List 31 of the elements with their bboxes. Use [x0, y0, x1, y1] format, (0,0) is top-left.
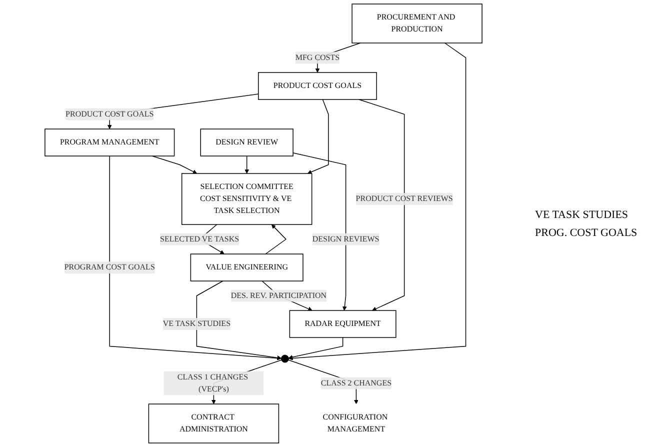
node-box: PROGRAM MANAGEMENT: [44, 128, 175, 156]
arrow: [288, 337, 344, 360]
node-box: VALUE ENGINEERING: [190, 254, 304, 282]
node-text: CONFIGURATION MANAGEMENT: [322, 413, 388, 434]
node-box: PRODUCT COST GOALS: [258, 72, 377, 100]
note-text: VE TASK STUDIES: [535, 208, 630, 220]
edge-label: PRODUCT COST REVIEWS: [356, 194, 453, 203]
node-box: PROCUREMENT AND PRODUCTION: [352, 4, 482, 44]
node-circle: [280, 354, 289, 363]
node-box: CONTRACT ADMINISTRATION: [148, 404, 280, 444]
arrow: [307, 99, 329, 174]
edge-label: SELECTED VE TASKS: [160, 234, 240, 244]
edge-label: VE TASK STUDIES: [162, 320, 231, 328]
arrow: [196, 280, 282, 360]
node-box: RADAR EQUIPMENT: [289, 310, 396, 338]
edge-label: CLASS 2 CHANGES: [320, 378, 392, 388]
arrow: [152, 156, 198, 174]
note-text: PROG. COST GOALS: [535, 226, 638, 238]
edge-label: DES. REV. PARTICIPATION: [230, 291, 327, 300]
arrow: [244, 156, 250, 174]
edge-label: PROGRAM COST GOALS: [64, 263, 155, 272]
node-box: DESIGN REVIEW: [200, 128, 294, 156]
arrow: [292, 152, 347, 311]
node-box: SELECTION COMMITTEE COST SENSITIVITY & VE TASK SELECTION: [181, 173, 312, 225]
edge-label: CLASS 1 CHANGES (VECP's): [177, 372, 248, 394]
arrow: [109, 156, 282, 360]
arrow: [265, 224, 287, 254]
edge-label: PRODUCT COST GOALS: [66, 110, 154, 118]
edge-label: MFG COSTS: [295, 53, 340, 62]
edge-label: DESIGN REVIEWS: [312, 234, 380, 244]
arrow: [358, 99, 405, 311]
